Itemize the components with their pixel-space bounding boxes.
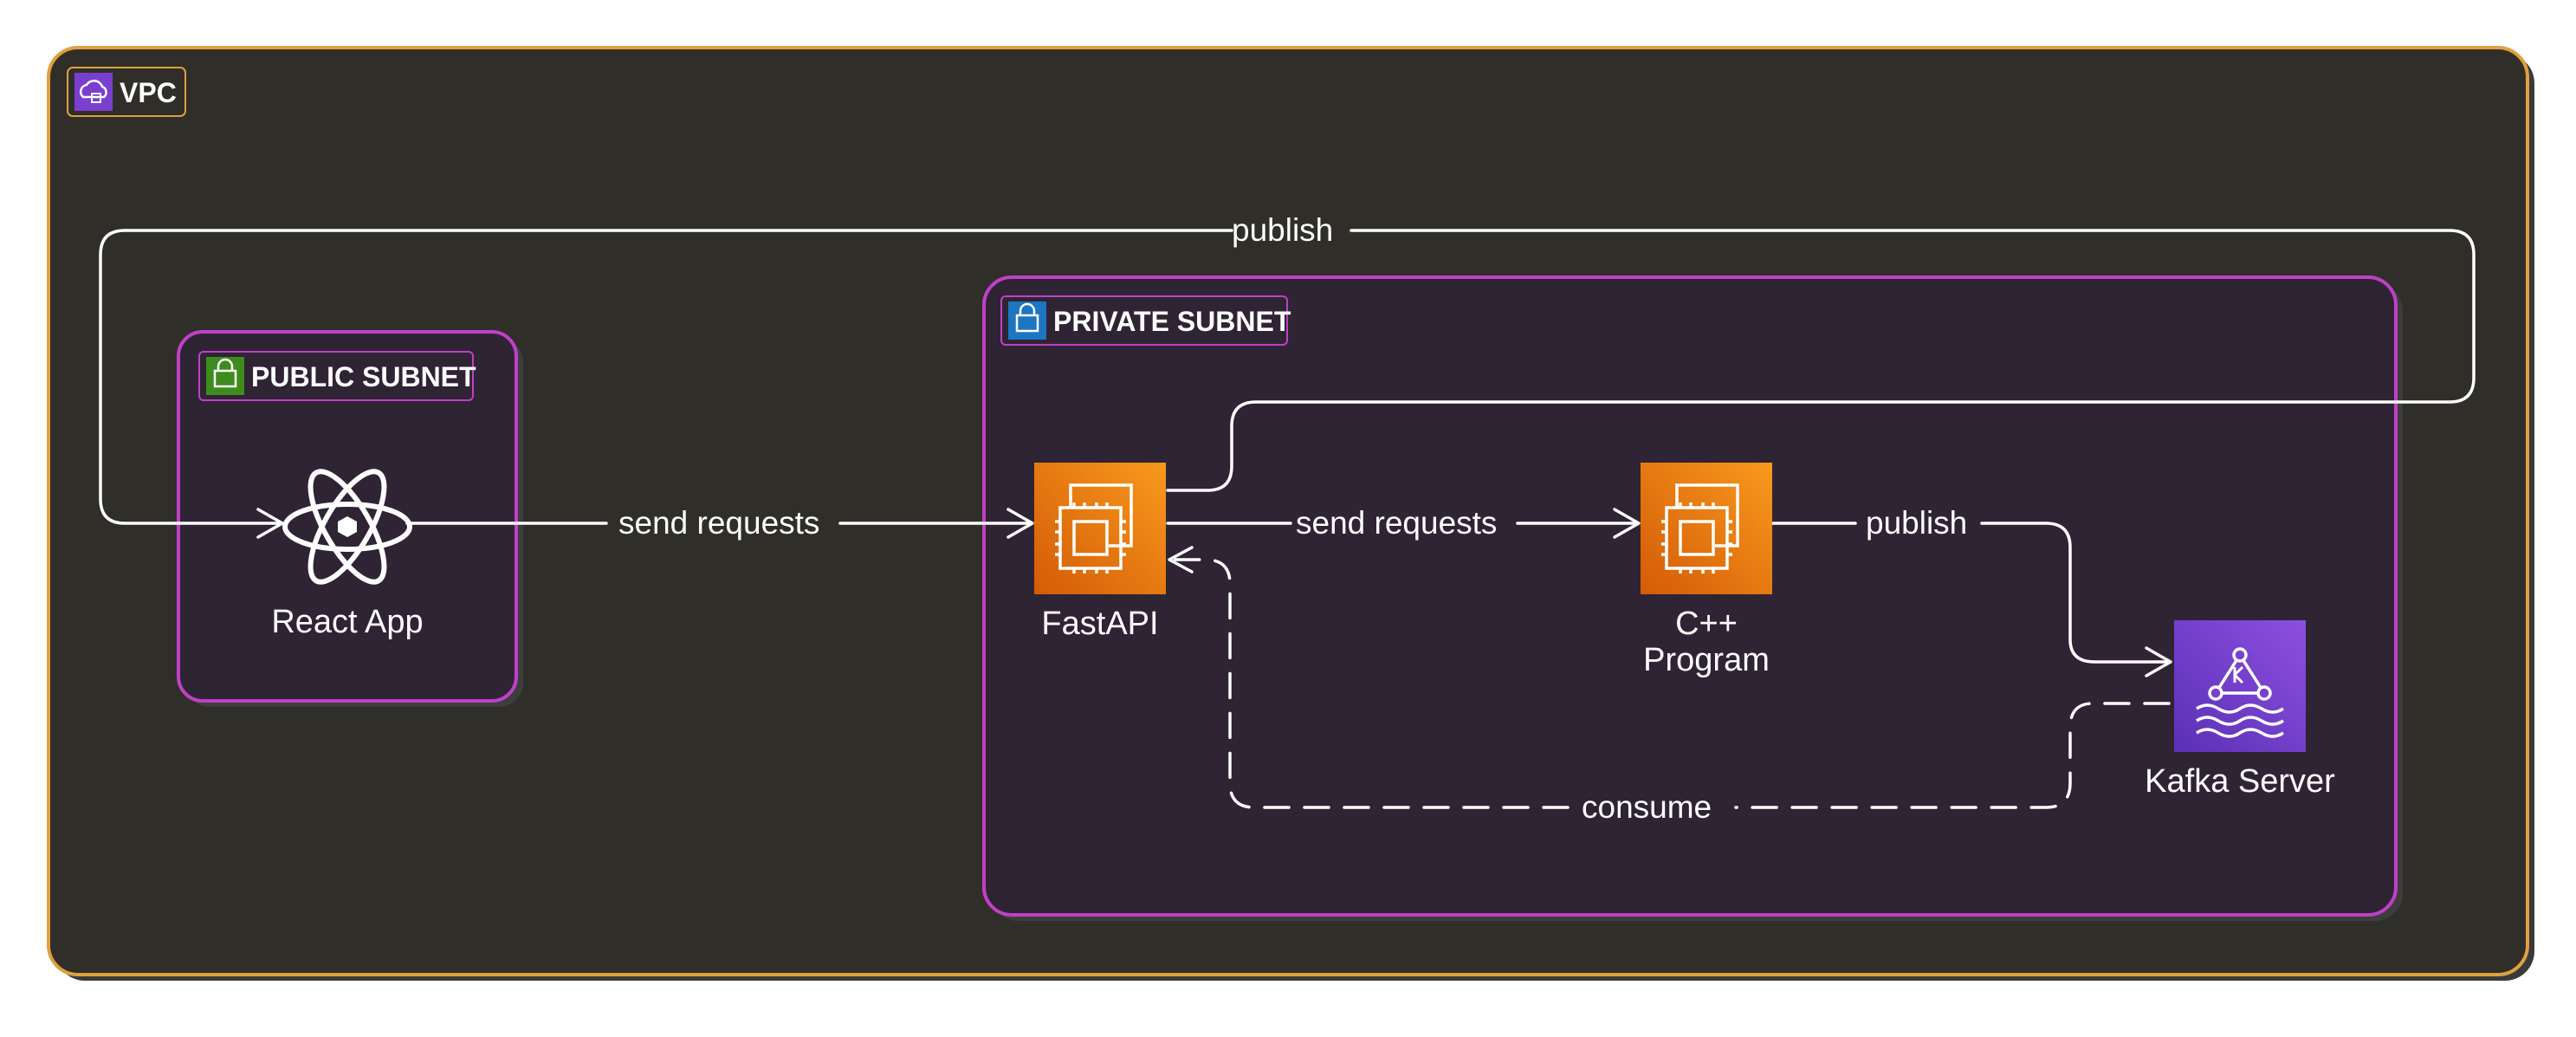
edge-label-react-to-fastapi: send requests (618, 505, 819, 541)
edge-label-kafka-to-fastapi: consume (1582, 789, 1712, 825)
react-app-node: React App (271, 469, 424, 640)
ec2-chip-icon (1055, 483, 1133, 574)
edge-react-to-fastapi (405, 508, 1034, 539)
cpp-program-label-line2: Program (1643, 642, 1770, 678)
edge-label-fastapi-to-cpp: send requests (1296, 505, 1497, 541)
edge-kafka-to-fastapi (1168, 558, 2171, 809)
edge-label-fastapi-to-react: publish (1232, 212, 1333, 248)
public-subnet-tag (198, 351, 474, 401)
lock-icon (1008, 301, 1046, 340)
private-subnet-box (982, 275, 2398, 917)
fastapi-label: FastAPI (1041, 606, 1158, 642)
cloud-lock-icon (74, 73, 113, 111)
private-subnet-label: PRIVATE SUBNET (1053, 306, 1291, 337)
kafka-icon-bg (2174, 620, 2306, 752)
kafka-server-node: Kafka Server (2145, 620, 2335, 800)
react-atom-icon (282, 469, 412, 585)
kafka-server-label: Kafka Server (2145, 763, 2335, 800)
cpp-program-node: C++ Program (1641, 463, 1772, 678)
edge-fastapi-to-react (99, 229, 2476, 539)
private-subnet-tag (1000, 295, 1288, 346)
edge-fastapi-to-cpp (1166, 508, 1641, 539)
edges (99, 229, 2476, 809)
kafka-msk-icon (2196, 647, 2284, 738)
vpc-label: VPC (120, 77, 177, 108)
edge-label-cpp-to-kafka: publish (1866, 505, 1967, 541)
fastapi-icon-bg (1034, 463, 1166, 594)
react-app-label: React App (271, 604, 423, 640)
ec2-chip-icon (1661, 483, 1739, 574)
fastapi-node: FastAPI (1034, 463, 1166, 642)
cpp-icon-bg (1641, 463, 1772, 594)
lock-icon (206, 357, 244, 395)
edge-kafka-to-fastapi-arrowhead (1168, 546, 1194, 574)
private-subnet-group: PRIVATE SUBNET (982, 275, 2403, 921)
public-subnet-label: PUBLIC SUBNET (251, 361, 476, 392)
cpp-program-label-line1: C++ (1675, 606, 1738, 642)
edge-cpp-to-kafka (1769, 522, 2172, 677)
